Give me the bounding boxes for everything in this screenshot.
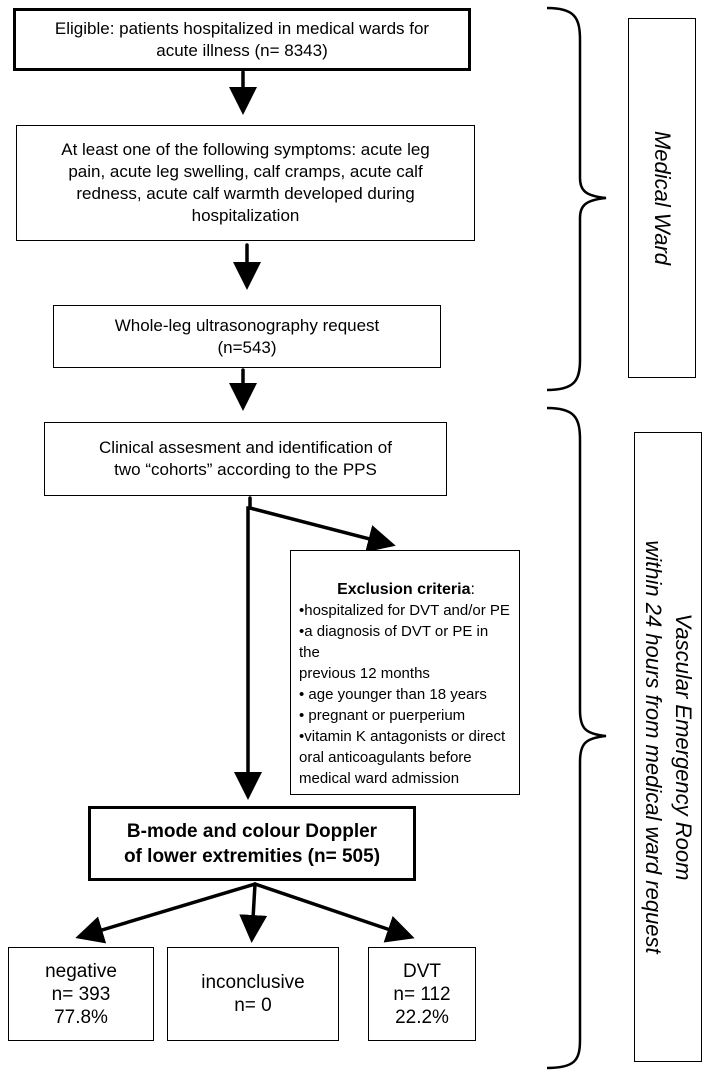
negative-count: n= 393 bbox=[51, 983, 111, 1005]
exclusion-item: •a diagnosis of DVT or PE in the bbox=[299, 623, 489, 661]
inconclusive-result-box: inconclusive n= 0 bbox=[167, 947, 339, 1041]
bmode-line-1: B-mode and colour Doppler bbox=[126, 820, 378, 842]
vascular-er-label-line-1: Vascular Emergency Room bbox=[671, 613, 696, 881]
symptoms-line-4: hospitalization bbox=[191, 206, 300, 225]
brace-medical-ward bbox=[546, 6, 607, 392]
arrow-bmode-to-inconclusive bbox=[239, 882, 268, 943]
exclusion-item: • age younger than 18 years bbox=[299, 686, 487, 703]
inconclusive-count: n= 0 bbox=[234, 995, 272, 1016]
exclusion-criteria-box: Exclusion criteria: •hospitalized for DV… bbox=[290, 550, 520, 795]
exclusion-item: • pregnant or puerperium bbox=[299, 707, 466, 724]
exclusion-item: previous 12 months bbox=[299, 665, 430, 682]
symptoms-line-2: pain, acute leg swelling, calf cramps, a… bbox=[68, 162, 423, 181]
arrow-to-exclusion bbox=[248, 506, 396, 553]
exclusion-item: •vitamin K antagonists or direct bbox=[299, 728, 506, 745]
dvt-count: n= 112 bbox=[393, 983, 451, 1005]
clinical-line-2: two “cohorts” according to the PPS bbox=[114, 460, 377, 479]
clinical-line-1: Clinical assesment and identification of bbox=[99, 438, 392, 457]
medical-ward-phase-box: Medical Ward bbox=[628, 18, 696, 378]
exclusion-title: Exclusion criteria: bbox=[337, 581, 475, 598]
exclusion-item: medical ward admission bbox=[299, 770, 460, 787]
arrow-bmode-to-dvt bbox=[253, 882, 415, 943]
dvt-label: DVT bbox=[403, 960, 441, 982]
symptoms-line-3: redness, acute calf warmth developed dur… bbox=[76, 184, 415, 203]
inconclusive-label: inconclusive bbox=[201, 972, 305, 993]
eligible-line-1: Eligible: patients hospitalized in medic… bbox=[54, 18, 430, 38]
negative-result-box: negative n= 393 77.8% bbox=[8, 947, 154, 1041]
arrow-clinical-to-bmode bbox=[234, 496, 262, 800]
symptoms-line-1: At least one of the following symptoms: … bbox=[61, 140, 430, 159]
arrow-bmode-to-negative bbox=[75, 882, 257, 944]
vascular-er-phase-box: Vascular Emergency Room within 24 hours … bbox=[634, 432, 702, 1062]
exclusion-item: oral anticoagulants before bbox=[299, 749, 472, 766]
brace-vascular-er bbox=[546, 406, 607, 1070]
eligible-line-2: acute illness (n= 8343) bbox=[156, 40, 328, 60]
dvt-result-box: DVT n= 112 22.2% bbox=[368, 947, 476, 1041]
medical-ward-label: Medical Ward bbox=[650, 130, 675, 266]
vascular-er-label-line-2: within 24 hours from medical ward reques… bbox=[641, 540, 666, 954]
bmode-line-2: of lower extremities (n= 505) bbox=[123, 845, 381, 867]
symptoms-box: At least one of the following symptoms: … bbox=[16, 125, 475, 241]
eligible-box: Eligible: patients hospitalized in medic… bbox=[13, 8, 471, 71]
ultrasound-line-1: Whole-leg ultrasonography request bbox=[114, 315, 380, 335]
bmode-doppler-box: B-mode and colour Doppler of lower extre… bbox=[88, 806, 416, 881]
exclusion-item: •hospitalized for DVT and/or PE bbox=[299, 602, 510, 619]
negative-percent: 77.8% bbox=[54, 1006, 108, 1028]
dvt-percent: 22.2% bbox=[395, 1006, 449, 1028]
ultrasound-line-2: (n=543) bbox=[217, 337, 277, 357]
ultrasound-box: Whole-leg ultrasonography request (n=543… bbox=[53, 305, 441, 368]
clinical-assessment-box: Clinical assesment and identification of… bbox=[44, 422, 447, 496]
negative-label: negative bbox=[45, 960, 117, 982]
